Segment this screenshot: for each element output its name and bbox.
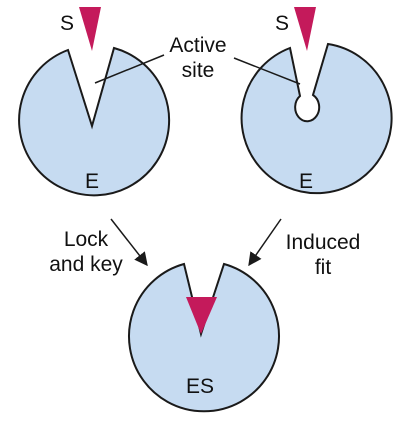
substrate-left [79,7,101,51]
lock-and-key-arrow [110,218,148,267]
substrate-label-left: S [60,12,74,35]
enzyme-lock-and-key [18,46,171,197]
enzyme-label-left: E [85,170,99,193]
lock-and-key-label-line1: Lock [64,228,109,251]
induced-fit-label-line2: fit [315,256,332,279]
complex-label: ES [186,375,214,398]
enzyme-induced-fit [240,42,393,195]
induced-fit-label-line1: Induced [286,231,361,254]
enzyme-label-right: E [299,170,313,193]
substrate-label-right: S [275,12,289,35]
substrate-right [294,7,316,51]
active-site-label-line1: Active [169,34,226,57]
lock-and-key-label-line2: and key [49,253,123,276]
active-site-pointer-left [94,54,165,84]
active-site-pointer-right [233,57,301,85]
induced-fit-arrow [248,218,282,267]
enzyme-substrate-complex [128,262,280,413]
bound-substrate [186,297,217,334]
active-site-label-line2: site [182,59,215,82]
